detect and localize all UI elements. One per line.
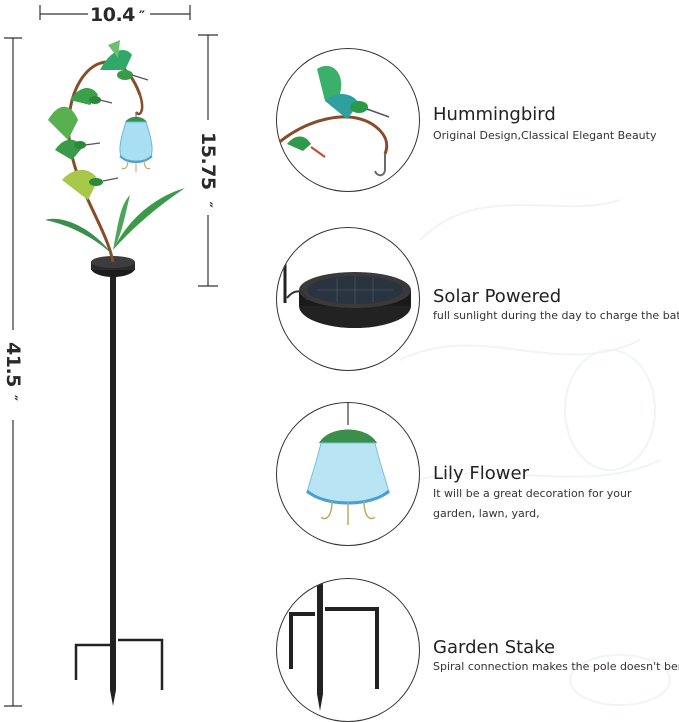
product-lamp-illustration xyxy=(4,5,218,707)
feature-title-hummingbird: Hummingbird xyxy=(433,104,556,125)
feature-desc-stake: Spiral connection makes the pole doesn't… xyxy=(433,660,679,673)
feature-title-solar: Solar Powered xyxy=(433,286,562,307)
feature-title-lily: Lily Flower xyxy=(433,463,529,484)
feature-title-stake: Garden Stake xyxy=(433,637,556,658)
dimension-total-height-label: 41.5″ xyxy=(2,342,24,401)
feature-desc-hummingbird: Original Design,Classical Elegant Beauty xyxy=(433,129,657,142)
dimension-width-label: 10.4″ xyxy=(90,4,145,26)
garden-stake-icon xyxy=(289,579,379,711)
dimension-lantern-height-label: 15.75″ xyxy=(197,132,219,208)
feature-hummingbird-circle xyxy=(276,48,420,192)
feature-lily-circle xyxy=(276,402,420,546)
feature-stake-circle xyxy=(276,578,420,722)
feature-desc-lily: It will be a great decoration for your g… xyxy=(433,487,632,520)
lily-lamp-icon xyxy=(306,403,390,525)
feature-desc-solar: full sunlight during the day to charge t… xyxy=(433,309,679,322)
feature-solar-circle xyxy=(276,227,420,371)
background-watermark xyxy=(389,199,671,706)
hummingbird-icon xyxy=(277,65,390,177)
solar-panel-icon xyxy=(283,258,411,328)
